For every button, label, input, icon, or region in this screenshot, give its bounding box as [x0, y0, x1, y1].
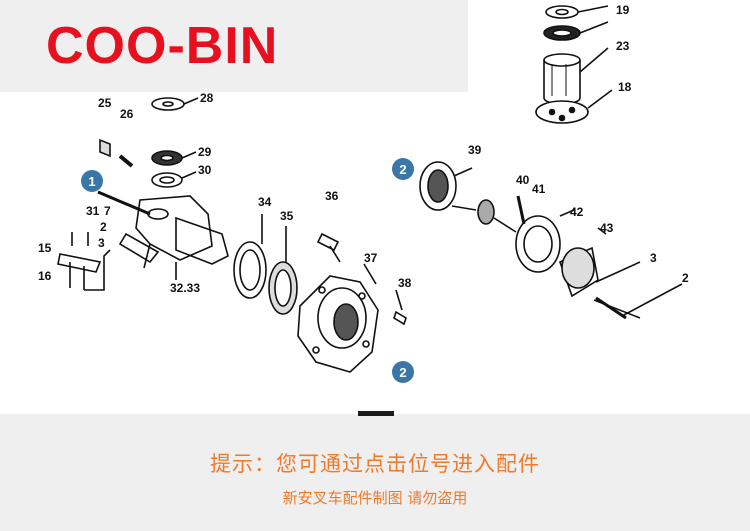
brand-banner: COO-BIN — [0, 0, 468, 92]
part-label[interactable]: 2 — [682, 271, 689, 285]
part-label[interactable]: 31 — [86, 204, 100, 218]
callout-marker[interactable]: 2 — [392, 361, 414, 383]
part-label[interactable]: 28 — [200, 91, 214, 105]
part-label[interactable]: 38 — [398, 276, 412, 290]
part-label[interactable]: 32.33 — [170, 281, 200, 295]
part-label[interactable]: 3 — [650, 251, 657, 265]
part-label[interactable]: 35 — [280, 209, 294, 223]
svg-text:2: 2 — [399, 162, 406, 177]
callout-markers: 1 2 2 — [81, 158, 414, 383]
part-label[interactable]: 29 — [198, 145, 212, 159]
part-label[interactable]: 26 — [120, 107, 134, 121]
part-label[interactable]: 36 — [325, 189, 339, 203]
callout-marker[interactable]: 2 — [392, 158, 414, 180]
svg-text:2: 2 — [399, 365, 406, 380]
part-label[interactable]: 15 — [38, 241, 52, 255]
callout-marker[interactable]: 1 — [81, 170, 103, 192]
footer-copyright: 新安叉车配件制图 请勿盗用 — [282, 489, 468, 507]
footer-hint: 提示：您可通过点击位号进入配件 — [210, 452, 540, 476]
part-label[interactable]: 7 — [104, 204, 111, 218]
part-label[interactable]: 42 — [570, 205, 584, 219]
part-label[interactable]: 19 — [616, 3, 630, 17]
part-label[interactable]: 41 — [532, 182, 546, 196]
part-label[interactable]: 43 — [600, 221, 614, 235]
part-label[interactable]: 16 — [38, 269, 52, 283]
part-label[interactable]: 23 — [616, 39, 630, 53]
footer-divider — [358, 411, 394, 416]
part-label[interactable]: 37 — [364, 251, 378, 265]
part-label[interactable]: 18 — [618, 80, 632, 94]
part-label[interactable]: 2 — [100, 220, 107, 234]
part-label[interactable]: 34 — [258, 195, 272, 209]
part-label[interactable]: 40 — [516, 173, 530, 187]
part-label[interactable]: 39 — [468, 143, 482, 157]
brand-logo-text: COO-BIN — [46, 17, 279, 75]
part-number-labels: 19 23 18 28 25 26 29 30 31 7 2 3 15 16 3… — [38, 3, 689, 295]
part-label[interactable]: 30 — [198, 163, 212, 177]
svg-text:1: 1 — [88, 174, 95, 189]
diagram-drawing — [57, 5, 683, 373]
part-label[interactable]: 25 — [98, 96, 112, 110]
part-label[interactable]: 3 — [98, 236, 105, 250]
footer-panel — [0, 414, 750, 531]
